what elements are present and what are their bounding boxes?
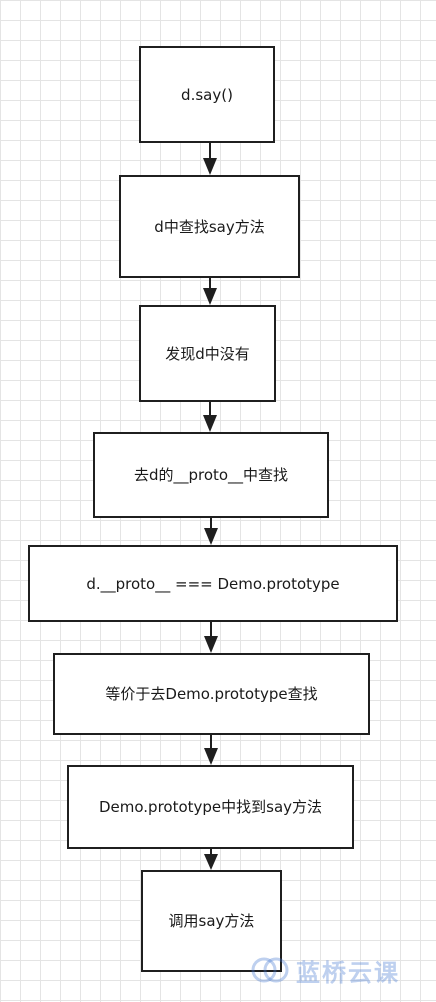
flow-node-label: Demo.prototype中找到say方法 — [98, 798, 323, 816]
flow-arrow — [203, 142, 217, 175]
flow-node-search-in-d: d中查找say方法 — [119, 175, 300, 278]
flow-node-call-say: d.say() — [139, 46, 275, 143]
flow-node-not-found-in-d: 发现d中没有 — [139, 305, 276, 402]
flow-node-label: 发现d中没有 — [165, 344, 250, 363]
watermark-text: 蓝桥云课 — [296, 958, 400, 987]
flow-arrow — [203, 277, 217, 305]
flow-node-found-say: Demo.prototype中找到say方法 — [67, 765, 354, 849]
flow-node-label: d中查找say方法 — [154, 217, 265, 236]
flow-node-label: d.say() — [181, 85, 233, 104]
flow-arrow — [204, 734, 218, 765]
flow-node-search-prototype: 等价于去Demo.prototype查找 — [53, 653, 370, 735]
flow-node-label: 去d的__proto__中查找 — [133, 466, 289, 484]
flow-node-proto-equals-prototype: d.__proto__ === Demo.prototype — [28, 545, 398, 622]
flow-node-invoke-say: 调用say方法 — [141, 870, 282, 972]
watermark: 蓝桥云课 — [250, 952, 428, 988]
flow-arrow — [203, 401, 217, 432]
flow-node-search-proto: 去d的__proto__中查找 — [93, 432, 329, 518]
flow-arrow — [204, 517, 218, 545]
flow-node-label: d.__proto__ === Demo.prototype — [86, 574, 340, 593]
flow-arrow — [204, 621, 218, 653]
logo-icon — [251, 957, 289, 983]
flow-node-label: 调用say方法 — [168, 912, 255, 930]
flow-node-label: 等价于去Demo.prototype查找 — [105, 685, 318, 703]
flow-arrow — [204, 848, 218, 870]
